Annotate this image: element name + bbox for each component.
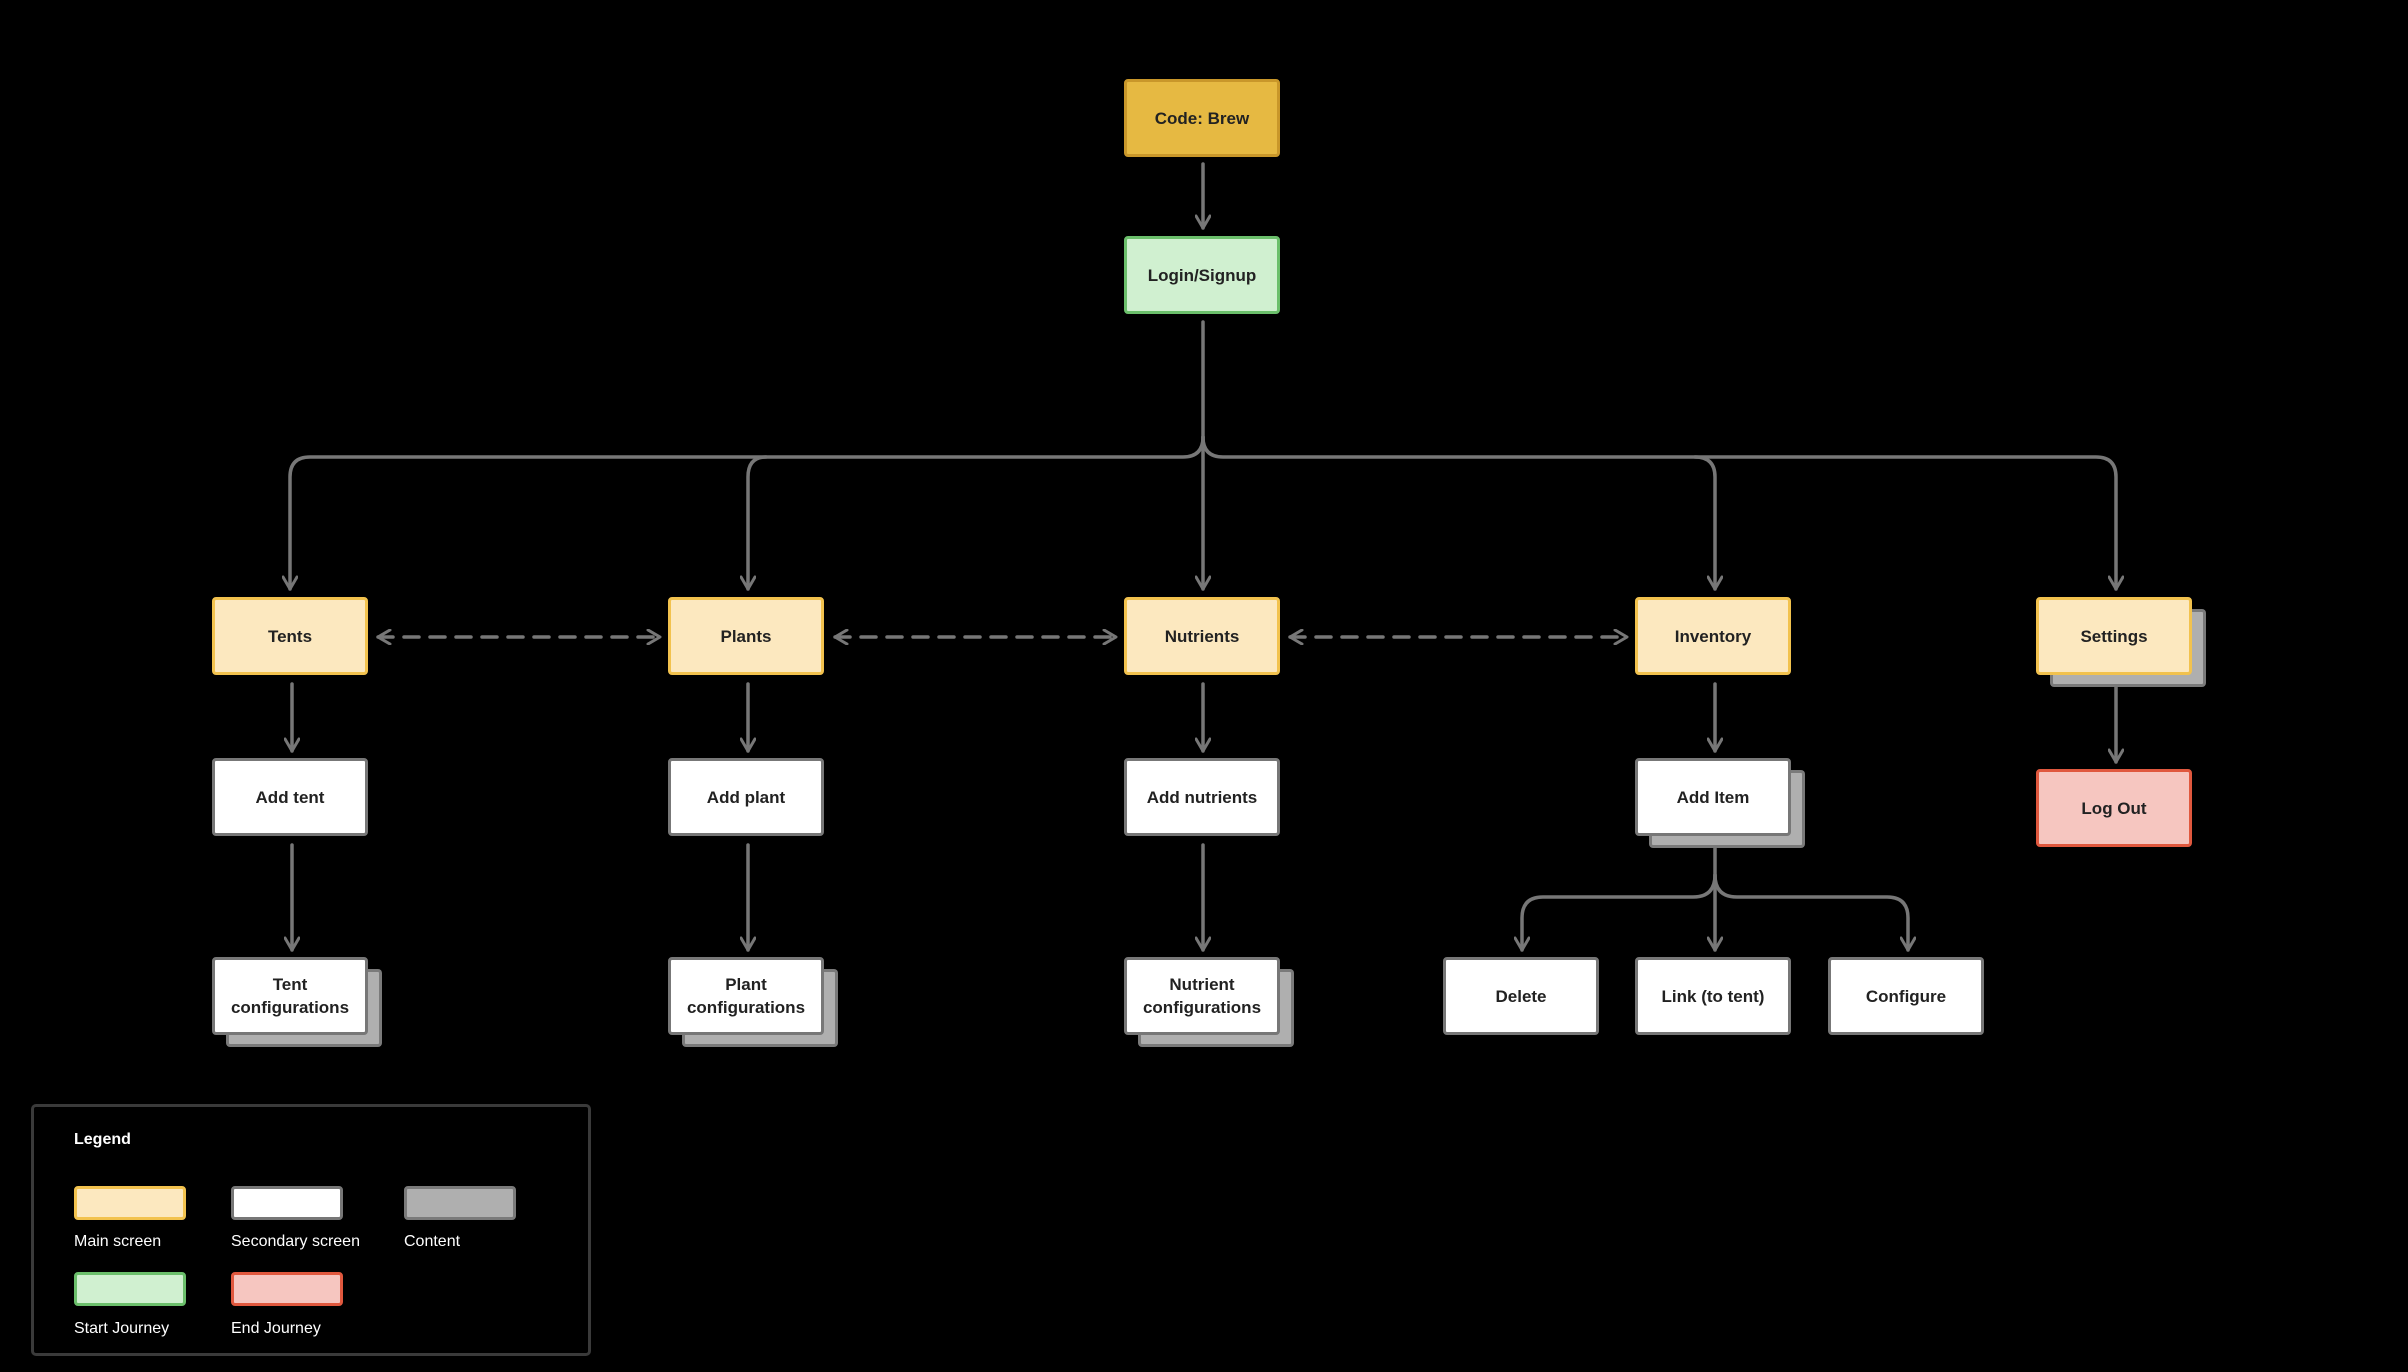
legend-swatch-end-journey bbox=[231, 1272, 343, 1306]
legend-label-end-journey: End Journey bbox=[231, 1320, 321, 1337]
node-add-tent: Add tent bbox=[212, 758, 368, 836]
legend-swatch-main-screen bbox=[74, 1186, 186, 1220]
edge-additem-configure bbox=[1713, 873, 1908, 952]
node-inventory: Inventory bbox=[1635, 597, 1791, 675]
node-add-item: Add Item bbox=[1635, 758, 1791, 836]
node-link-to-tent: Link (to tent) bbox=[1635, 957, 1791, 1035]
node-plants: Plants bbox=[668, 597, 824, 675]
legend-swatch-content bbox=[404, 1186, 516, 1220]
node-code-brew: Code: Brew bbox=[1124, 79, 1280, 157]
node-log-out: Log Out bbox=[2036, 769, 2192, 847]
legend-title: Legend bbox=[74, 1131, 131, 1148]
node-tent-configurations: Tent configurations bbox=[212, 957, 368, 1035]
node-nutrients: Nutrients bbox=[1124, 597, 1280, 675]
legend-swatch-start-journey bbox=[74, 1272, 186, 1306]
node-add-plant: Add plant bbox=[668, 758, 824, 836]
node-add-nutrients: Add nutrients bbox=[1124, 758, 1280, 836]
legend-swatch-secondary-screen bbox=[231, 1186, 343, 1220]
node-plant-configurations: Plant configurations bbox=[668, 957, 824, 1035]
legend-label-content: Content bbox=[404, 1233, 461, 1250]
node-settings: Settings bbox=[2036, 597, 2192, 675]
node-nutrient-configurations: Nutrient configurations bbox=[1124, 957, 1280, 1035]
legend-label-main-screen: Main screen bbox=[74, 1233, 162, 1250]
node-login-signup: Login/Signup bbox=[1124, 236, 1280, 314]
legend-label-secondary-screen: Secondary screen bbox=[231, 1233, 360, 1250]
legend: Legend Main screen Secondary screen Cont… bbox=[31, 1104, 591, 1356]
edge-bus-plants bbox=[748, 455, 768, 591]
edge-bus-inventory bbox=[1201, 435, 2116, 591]
node-configure: Configure bbox=[1828, 957, 1984, 1035]
edge-bus-settings bbox=[1693, 455, 1715, 591]
node-delete: Delete bbox=[1443, 957, 1599, 1035]
edge-additem-delete bbox=[1522, 873, 1717, 952]
legend-label-start-journey: Start Journey bbox=[74, 1320, 170, 1337]
node-tents: Tents bbox=[212, 597, 368, 675]
edge-bus-tents bbox=[290, 435, 1205, 591]
